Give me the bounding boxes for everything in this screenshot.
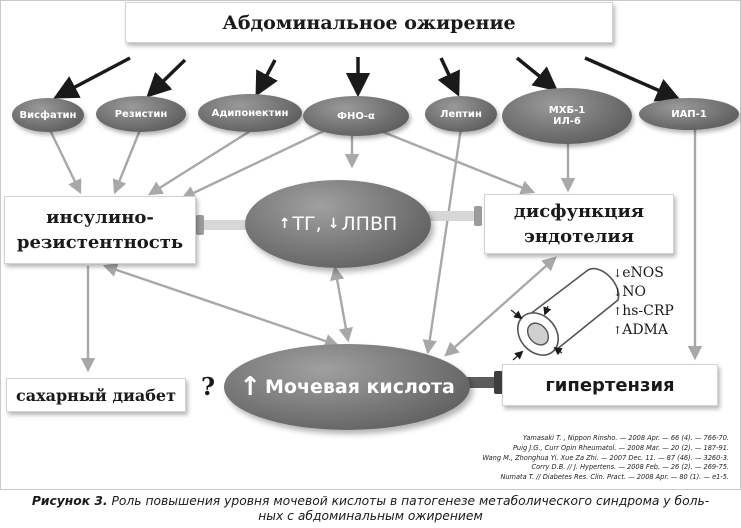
caption-line1: Роль повышения уровня мочевой кислоты в … (107, 494, 710, 508)
arrow-resistin-ir (112, 129, 142, 195)
obesity-title: Абдоминальное ожирение (222, 11, 516, 34)
question-mark: ? (201, 372, 216, 401)
uric-acid-oval: ↑ Мочевая кислота (224, 344, 470, 430)
marker-adma: ↑ADMA (613, 322, 668, 338)
vessel-pressure-arrows (510, 305, 563, 361)
hdl-label: ЛПВП (341, 213, 398, 235)
factor-adiponectin: Адипонектин (198, 94, 302, 132)
obesity-arrows (53, 56, 681, 102)
tg-hdl-oval: ↑ ТГ, ↓ ЛПВП (245, 180, 431, 268)
marker-hscrp: ↑hs-CRP (613, 303, 674, 319)
marker-no: ↓NO (613, 284, 646, 300)
arrow-to-resistin (146, 58, 187, 98)
factor-adiponectin-label: Адипонектин (211, 107, 289, 119)
reference-1: Yamasaki T. , Nippon Rinsho. — 2008 Apr.… (522, 434, 729, 442)
uric-acid-arrow: ↑ (239, 372, 261, 402)
arrow-tnf-ir (180, 126, 331, 200)
hdl-arrow: ↓ (327, 216, 340, 232)
blunt-connectors (196, 206, 503, 394)
arrow-ir-uric (102, 263, 340, 348)
factor-pai1: ИАП-1 (639, 98, 739, 130)
uric-acid-label: Мочевая кислота (264, 376, 455, 398)
factor-mcp-il6-label: МХБ-1 ИЛ-6 (548, 105, 586, 127)
connector-tg-endo (428, 211, 478, 221)
factor-mcp-il6: МХБ-1 ИЛ-6 (502, 88, 632, 144)
endothelial-dysfunction-box: дисфункция эндотелия (484, 194, 674, 254)
arrow-to-leptin (437, 57, 460, 97)
endothelial-markers: ↓eNOS ↓NO ↑hs-CRP ↑ADMA (613, 264, 674, 340)
references: Yamasaki T. , Nippon Rinsho. — 2008 Apr.… (399, 434, 729, 483)
caption-prefix: Рисунок 3. (31, 494, 108, 508)
arrow-tg-uric (330, 265, 353, 343)
reference-4: Corry D.B. // J. Hypertens. — 2008 Feb. … (531, 463, 729, 472)
arrow-adiponectin-ir (147, 126, 256, 196)
marker-enos: ↓eNOS (613, 265, 664, 281)
caption-line2: ных с абдоминальным ожирением (258, 509, 483, 523)
vessel-illustration (510, 267, 620, 361)
factor-resistin-label: Резистин (114, 108, 168, 120)
diabetes-label: сахарный диабет (15, 385, 177, 405)
factor-tnf-label: ФНО-α (337, 110, 375, 122)
arrow-to-pai (584, 56, 681, 102)
arrow-to-adiponectin (255, 59, 278, 97)
connector-uric-hypertension (466, 377, 500, 388)
endothelial-dysfunction-label: дисфункция эндотелия (513, 201, 645, 247)
reference-5: Numata T. // Diabetes Res. Clin. Pract. … (500, 473, 729, 482)
insulin-resistance-box: инсулино- резистентность (4, 196, 196, 264)
insulin-resistance-label: инсулино- резистентность (16, 207, 184, 253)
connector-uric-hypertension-cap (494, 371, 503, 394)
obesity-title-box: Абдоминальное ожирение (125, 2, 613, 43)
reference-3: Wang M., Zhonghua Yi. Xue Za Zhi. — 2007… (482, 453, 729, 462)
factor-pai1-label: ИАП-1 (671, 108, 707, 120)
connector-ir-tg (200, 220, 250, 230)
factor-visfatin-label: Висфатин (19, 109, 77, 121)
arrow-to-mcp (515, 56, 559, 92)
factor-resistin: Резистин (96, 96, 186, 132)
tg-label: ТГ, (292, 213, 322, 235)
diabetes-box: сахарный диабет (6, 378, 186, 412)
figure-caption: Рисунок 3. Роль повышения уровня мочевой… (0, 494, 741, 524)
gray-arrows (48, 122, 703, 373)
hypertension-box: гипертензия (502, 364, 718, 406)
factor-leptin-label: Лептин (440, 108, 482, 120)
connector-ir-tg-cap (196, 215, 204, 235)
reference-2: Puig J.G., Curr Opin Rheumatol. — 2008 M… (512, 443, 729, 452)
arrow-visfatin-ir (48, 129, 82, 195)
vessel-lumen (526, 322, 550, 346)
arrow-endo-uric (444, 256, 557, 357)
arrow-to-visfatin (53, 56, 131, 99)
connector-tg-endo-cap (474, 206, 482, 226)
factor-leptin: Лептин (425, 96, 497, 132)
hypertension-label: гипертензия (545, 374, 675, 396)
arrow-leptin-uric (422, 127, 463, 355)
factor-visfatin: Висфатин (12, 98, 84, 132)
factor-tnf: ФНО-α (303, 96, 409, 136)
tg-arrow: ↑ (278, 216, 291, 232)
